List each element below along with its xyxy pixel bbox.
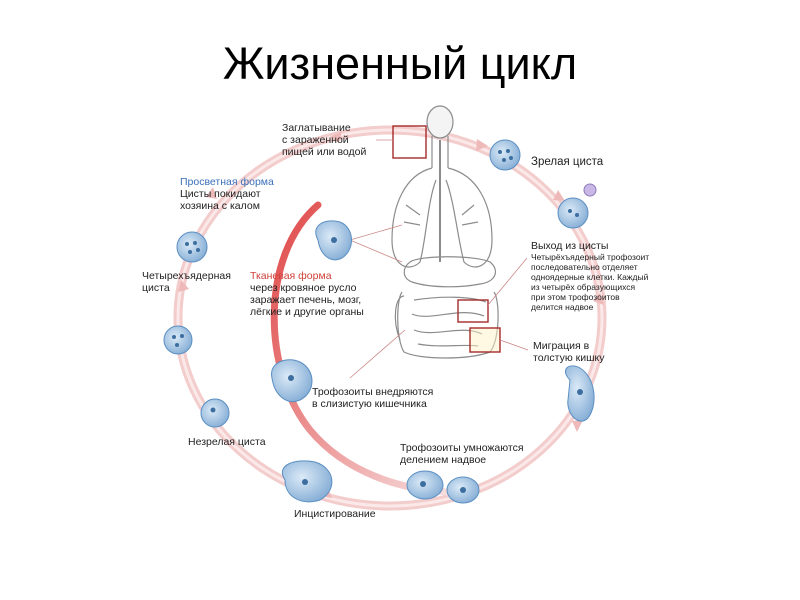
label-trophozoite-invade: Трофозоиты внедряются в слизистую кишечн… bbox=[312, 386, 433, 410]
label-trophozoite-divide-line: делением надвое bbox=[400, 454, 487, 466]
cell-trophozoite-right bbox=[565, 365, 595, 422]
highlight-boxes bbox=[392, 125, 501, 353]
label-encystation: Инцистирование bbox=[294, 508, 376, 520]
cycle-ring bbox=[173, 125, 607, 511]
label-migration-line: толстую кишку bbox=[533, 352, 605, 364]
label-trophozoite-invade-line: Трофозоиты внедряются bbox=[312, 386, 434, 398]
label-infection: Заглатывание с зараженной пищей или водо… bbox=[282, 122, 366, 158]
label-lumen-form-line: Цисты покидают bbox=[180, 188, 261, 200]
label-tissue-form-line: через кровяное русло bbox=[250, 282, 357, 294]
cell-four-nucleus-cyst bbox=[163, 325, 193, 355]
label-excystation-line: при этом трофозоитов bbox=[531, 292, 620, 302]
label-lumen-form: Просветная форма Цисты покидают хозяина … bbox=[180, 176, 274, 212]
label-mature-cyst: Зрелая циста bbox=[531, 156, 604, 168]
pointer-lines bbox=[349, 139, 529, 379]
label-excystation-line: одноядерные клетки. Каждый bbox=[531, 272, 649, 282]
label-excystation-title: Выход из цисты bbox=[531, 240, 609, 252]
cell-lumen-cyst bbox=[176, 231, 208, 263]
cell-trophozoite-left bbox=[271, 359, 313, 402]
label-migration-line: Миграция в bbox=[533, 340, 590, 352]
label-excystation-line: Четырёхъядерный трофозоит bbox=[531, 252, 650, 262]
label-trophozoite-invade-line: в слизистую кишечника bbox=[312, 398, 427, 410]
label-lumen-form-title: Просветная форма bbox=[180, 176, 274, 188]
cell-tissue-trophozoite bbox=[315, 220, 352, 261]
label-excystation-line: делится надвое bbox=[531, 302, 594, 312]
human-body-diagram bbox=[391, 105, 499, 359]
cell-excysting bbox=[557, 183, 597, 229]
cell-mature-cyst-top bbox=[489, 139, 521, 171]
cell-dividing bbox=[406, 470, 480, 504]
label-tissue-form-line: заражает печень, мозг, bbox=[250, 294, 362, 306]
label-trophozoite-divide: Трофозоиты умножаются делением надвое bbox=[400, 442, 524, 466]
cell-immature-cyst bbox=[200, 398, 230, 428]
label-four-nucleus-cyst-line: циста bbox=[142, 282, 170, 294]
label-infection-line: Заглатывание bbox=[282, 122, 351, 134]
label-migration: Миграция в толстую кишку bbox=[533, 340, 605, 364]
label-tissue-form-line: лёгкие и другие органы bbox=[250, 306, 364, 318]
label-excystation: Выход из цисты Четырёхъядерный трофозоит… bbox=[531, 240, 649, 312]
label-four-nucleus-cyst-line: Четырехъядерная bbox=[142, 270, 231, 282]
label-trophozoite-divide-line: Трофозоиты умножаются bbox=[400, 442, 524, 454]
label-four-nucleus-cyst: Четырехъядерная циста bbox=[142, 270, 231, 294]
slide-title: Жизненный цикл bbox=[222, 38, 578, 89]
label-tissue-form: Тканевая форма через кровяное русло зара… bbox=[250, 270, 364, 318]
tissue-form-arrow bbox=[270, 201, 454, 496]
label-immature-cyst: Незрелая циста bbox=[188, 436, 266, 448]
label-excystation-line: последовательно отделяет bbox=[531, 262, 638, 272]
label-infection-line: пищей или водой bbox=[282, 146, 367, 158]
label-lumen-form-line: хозяина с калом bbox=[180, 200, 260, 212]
label-tissue-form-title: Тканевая форма bbox=[250, 270, 332, 282]
cell-encysting bbox=[282, 460, 333, 503]
label-infection-line: с зараженной bbox=[282, 134, 349, 146]
label-excystation-line: из четырёх образующихся bbox=[531, 282, 636, 292]
